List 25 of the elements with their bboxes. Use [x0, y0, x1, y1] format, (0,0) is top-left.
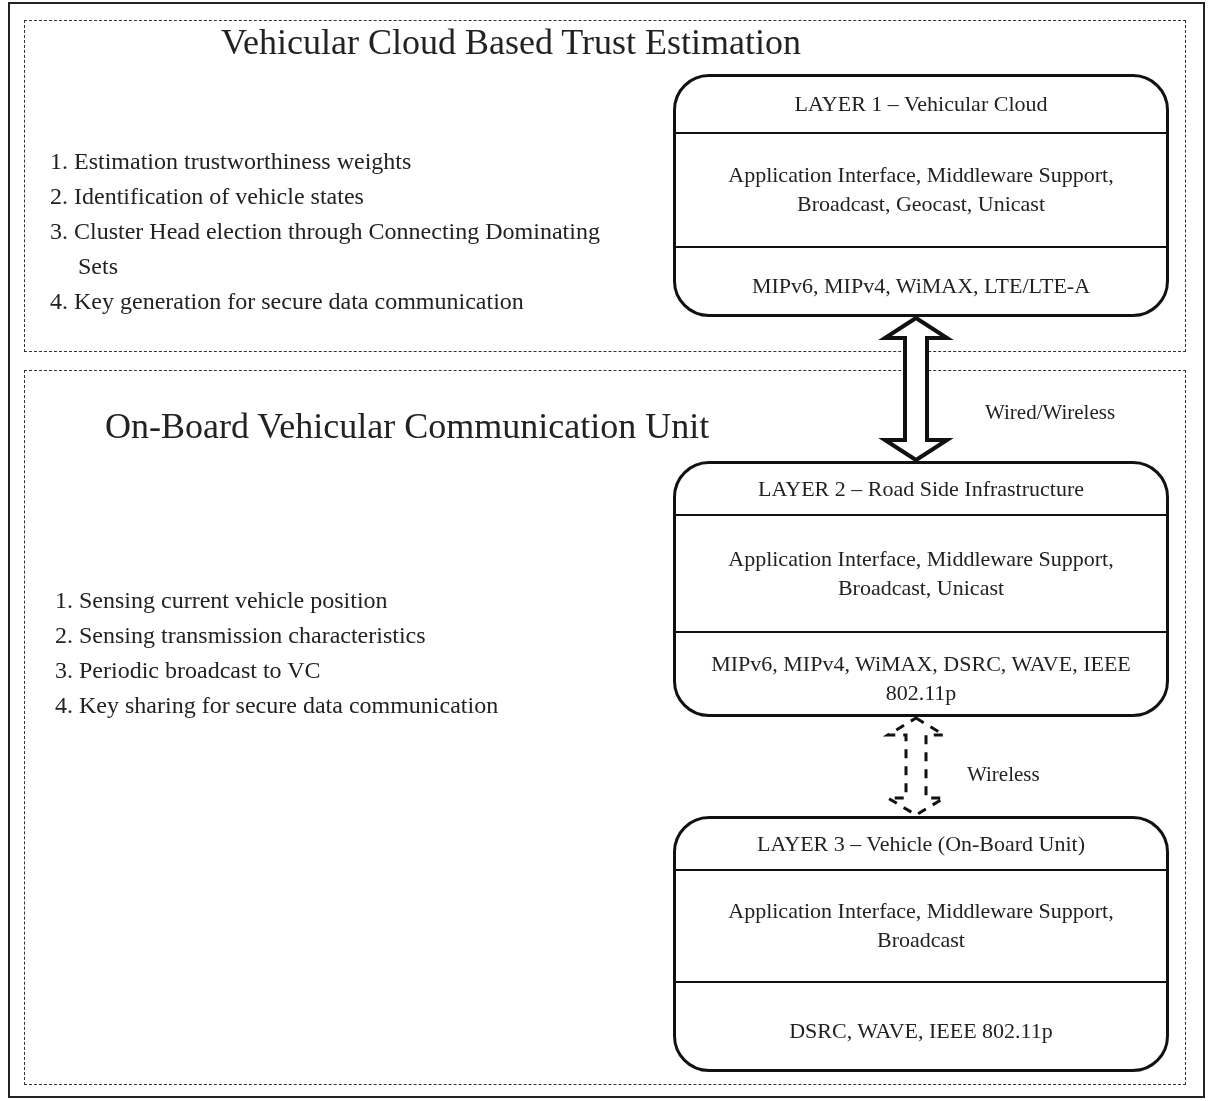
list-item: 3. Cluster Head election through Connecting Dominating Sets [50, 217, 601, 281]
region-heading: Vehicular Cloud Based Trust Estimation [221, 21, 801, 63]
protocol-text: DSRC, WAVE, IEEE 802.11p [789, 1016, 1053, 1045]
double-arrow [878, 315, 954, 463]
layer-title: LAYER 1 – Vehicular Cloud [794, 90, 1048, 119]
list-item: 3. Periodic broadcast to VC [55, 656, 322, 685]
layer-title: LAYER 2 – Road Side Infrastructure [757, 474, 1085, 503]
protocol-text: Application Interface, Middleware Support, Broadcast, Unicast [727, 544, 1115, 602]
layer-box [673, 461, 1169, 717]
list-item: 1. Sensing current vehicle position [55, 586, 389, 615]
protocol-text: Application Interface, Middleware Support, Broadcast [727, 897, 1115, 954]
protocol-text: Application Interface, Middleware Support, Broadcast, Geocast, Unicast [727, 161, 1115, 218]
list-item: 4. Key generation for secure data communication [50, 287, 525, 316]
layer-title: LAYER 3 – Vehicle (On-Board Unit) [756, 829, 1086, 858]
dashed-region [24, 370, 1186, 1085]
list-item: 2. Sensing transmission characteristics [55, 621, 427, 650]
list-item: 4. Key sharing for secure data communication [55, 691, 500, 720]
layer-box [673, 74, 1169, 317]
list-item: 2. Identification of vehicle states [50, 182, 365, 211]
protocol-text: MIPv6, MIPv4, WiMAX, DSRC, WAVE, IEEE 802.11p [710, 649, 1132, 707]
dashed-region [24, 20, 1186, 352]
protocol-text: MIPv6, MIPv4, WiMAX, LTE/LTE-A [751, 271, 1091, 300]
region-heading: On-Board Vehicular Communication Unit [105, 405, 710, 447]
layer-box [673, 816, 1169, 1072]
list-item: 1. Estimation trustworthiness weights [50, 147, 413, 176]
